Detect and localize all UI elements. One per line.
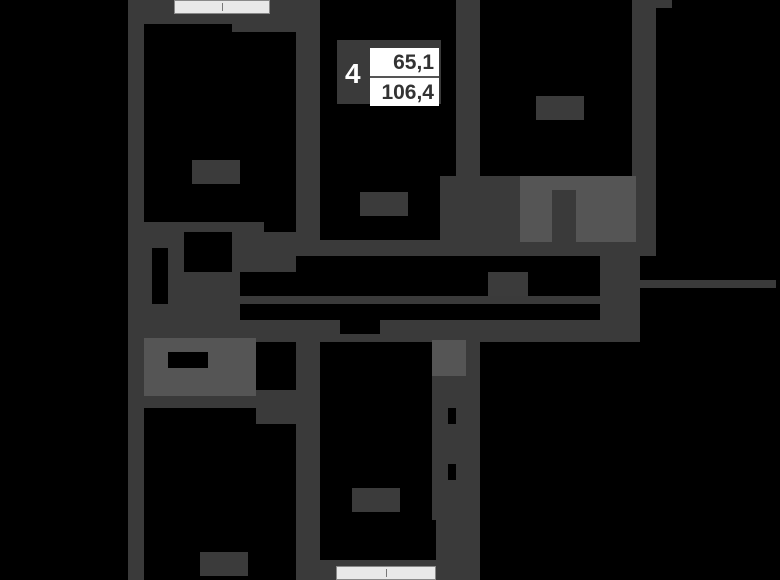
wall-kitchen-top-cap: [632, 0, 672, 8]
stove: [552, 190, 576, 242]
wall-kitchen-right-lower: [600, 256, 640, 322]
wall-bedroom2-top-step: [256, 400, 306, 424]
wall-hallway-upper: [232, 232, 296, 272]
door-notch: [340, 320, 380, 334]
wall-bedroom1-bottom: [128, 222, 264, 232]
bedroom3-recess: [320, 520, 436, 560]
room-label-living: [360, 192, 408, 216]
wall-top-left-step: [232, 24, 320, 32]
dining-table: [440, 176, 520, 240]
living-area-value: 65,1: [370, 48, 439, 77]
fridge: [432, 340, 466, 376]
wall-living-bottom: [296, 240, 640, 256]
wall-kitchen-right: [632, 0, 656, 256]
apartment-info-box: 4 65,1 106,4: [337, 40, 441, 106]
wall-hall-line: [240, 296, 630, 304]
window-bottom-center: [336, 566, 436, 580]
wall-exterior-line: [640, 280, 776, 288]
room-label-bedroom-top-left: [192, 160, 240, 184]
total-area-value: 106,4: [370, 77, 439, 106]
wall-left-outer: [128, 0, 144, 580]
wc-vent-2: [448, 464, 456, 480]
wall-hall-bottom: [144, 320, 640, 342]
wall-living-right: [456, 0, 480, 180]
room-label-bedroom-bottom-left: [200, 552, 248, 576]
bathtub-inner: [168, 352, 208, 368]
room-label-kitchen: [536, 96, 584, 120]
room-label-bedroom-bottom-center: [352, 488, 400, 512]
kitchen-counter: [520, 176, 636, 242]
room-label-hallway: [488, 272, 528, 296]
wc-vent-1: [448, 408, 456, 424]
rooms-count: 4: [345, 58, 361, 89]
wall-bedroom1-right: [296, 0, 320, 250]
window-top-left: [174, 0, 270, 14]
wall-bath-right: [296, 342, 320, 580]
closet-void: [152, 248, 168, 304]
